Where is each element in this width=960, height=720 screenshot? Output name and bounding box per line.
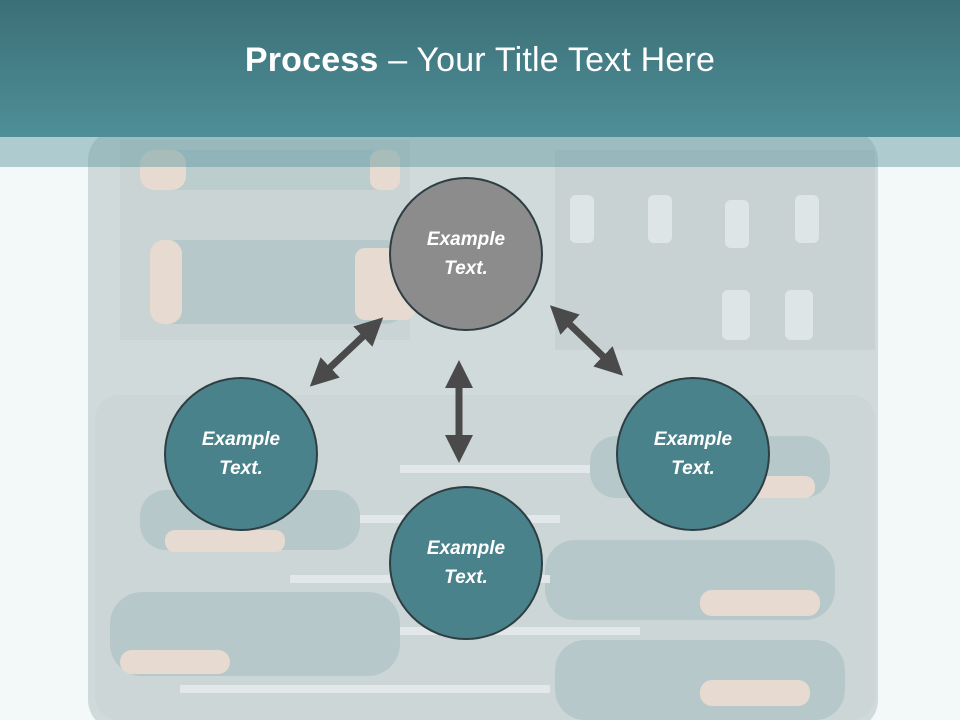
arrow-top-left-icon (309, 317, 384, 387)
process-node-top[interactable]: Example Text. (389, 177, 543, 331)
title-rest-text: – Your Title Text Here (378, 41, 716, 79)
title-bold-text: Process (244, 41, 379, 79)
slide-title: Process – Your Title Text Here (245, 41, 715, 80)
process-node-left[interactable]: Example Text. (164, 377, 318, 531)
node-center-label: Example Text. (426, 538, 506, 588)
title-bar: Process – Your Title Text Here (0, 0, 960, 137)
node-top-label: Example Text. (426, 229, 506, 279)
title-underline-strip (0, 137, 960, 167)
process-node-center[interactable]: Example Text. (389, 486, 543, 640)
arrow-top-right-icon (549, 305, 624, 376)
process-node-right[interactable]: Example Text. (616, 377, 770, 531)
node-right-label: Example Text. (653, 429, 733, 479)
node-left-label: Example Text. (201, 429, 281, 479)
